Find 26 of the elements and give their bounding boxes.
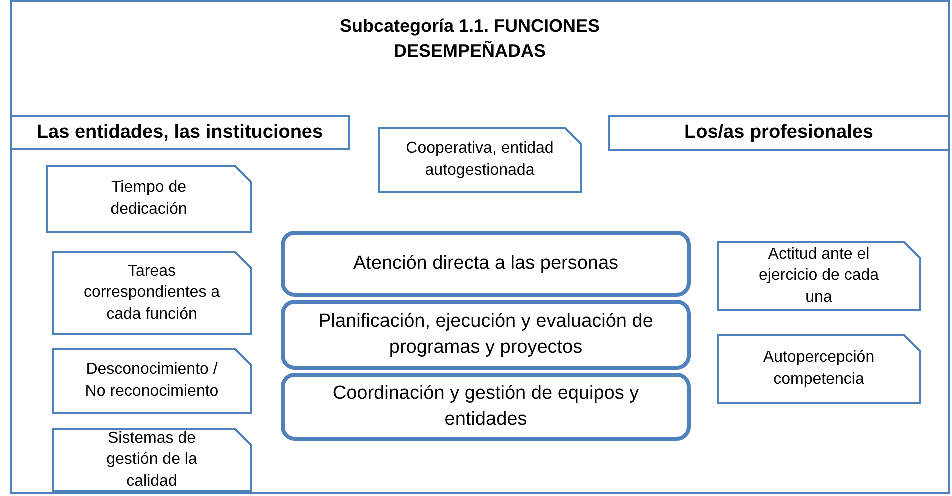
snipped-corner-box [717, 334, 921, 404]
header-box [608, 115, 950, 151]
header-box [10, 115, 350, 150]
box-label: Cooperativa, entidad autogestionada [405, 139, 555, 181]
snipped-corner-box [52, 428, 252, 492]
header-label: Las entidades, las instituciones [36, 120, 324, 145]
box-label: Sistemas de gestión de la calidad [106, 428, 198, 492]
rounded-box [281, 300, 691, 370]
frame-heading: Subcategoría 1.1. FUNCIONES DESEMPEÑADAS [338, 15, 602, 64]
box-label: Autopercepción competencia [762, 348, 876, 390]
snipped-corner-box [52, 251, 252, 335]
function-label: Coordinación y gestión de equipos y entidades [332, 382, 640, 432]
category-frame [10, 0, 950, 494]
header-label: Los/as profesionales [684, 121, 874, 146]
box-label: Tareas correspondientes a cada función [82, 262, 222, 325]
function-label: Atención directa a las personas [352, 252, 620, 276]
box-label: Desconocimiento / No reconocimiento [84, 360, 220, 402]
rounded-box [281, 373, 691, 441]
snipped-corner-box [717, 241, 921, 311]
function-label: Planificación, ejecución y evaluación de programas y proyectos [318, 310, 654, 360]
rounded-box [281, 231, 691, 297]
snipped-corner-box [46, 165, 252, 233]
snipped-corner-box [52, 348, 252, 414]
box-label: Actitud ante el ejercicio de cada una [758, 244, 880, 308]
box-label: Tiempo de dedicación [110, 178, 188, 220]
snipped-corner-box [378, 127, 582, 193]
